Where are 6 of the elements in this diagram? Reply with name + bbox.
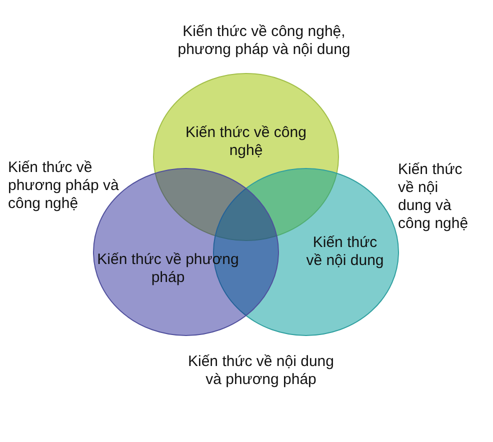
overlap-label: Kiến thức về nội dung và phương pháp	[187, 353, 335, 389]
overlap-label: Kiến thức về công nghệ, phương pháp và nội dung	[176, 23, 352, 59]
circle-label: Kiến thức về nội dung	[305, 234, 385, 270]
overlap-label: Kiến thức về nội dung và công nghệ	[398, 161, 470, 233]
circle-label: Kiến thức về công nghệ	[184, 124, 308, 160]
overlap-label: Kiến thức về phương pháp và công nghệ	[8, 159, 120, 213]
